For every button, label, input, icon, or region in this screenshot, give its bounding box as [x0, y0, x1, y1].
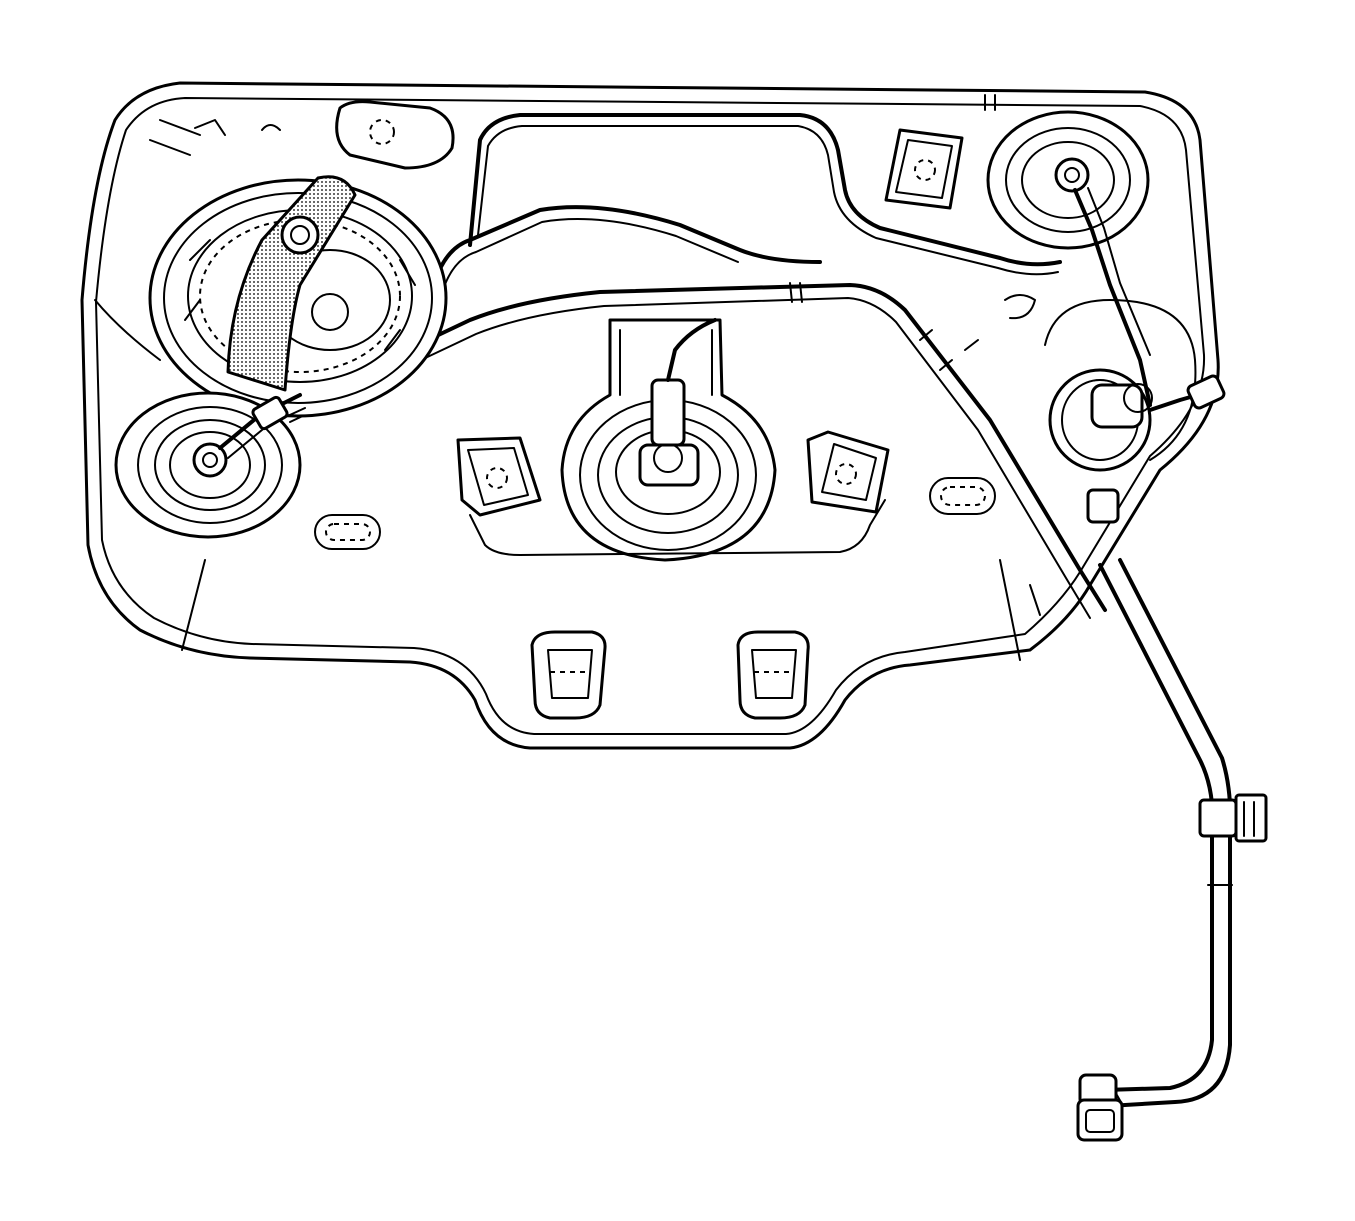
filler-hose-clip [1198, 793, 1268, 843]
mounting-tab-upper-right [884, 128, 964, 210]
fuel-feed-line [278, 282, 1107, 619]
mounting-clip-right [806, 430, 890, 514]
strap-loop-right [736, 630, 810, 720]
center-tray [469, 499, 886, 556]
right-evap-valve [1044, 299, 1226, 524]
quick-connector [1076, 1073, 1124, 1142]
surface-marks [149, 94, 1036, 320]
mounting-clip-left [456, 436, 542, 517]
vapor-line [428, 113, 1062, 302]
upper-right-port [986, 110, 1152, 407]
mounting-tab-top [335, 100, 455, 170]
strap-loop-left [530, 630, 607, 720]
retaining-strap [226, 175, 357, 392]
drain-slot-left [314, 514, 381, 550]
center-sender-port [560, 318, 777, 562]
drain-slot-right [929, 477, 996, 515]
left-sender-port [114, 391, 306, 539]
